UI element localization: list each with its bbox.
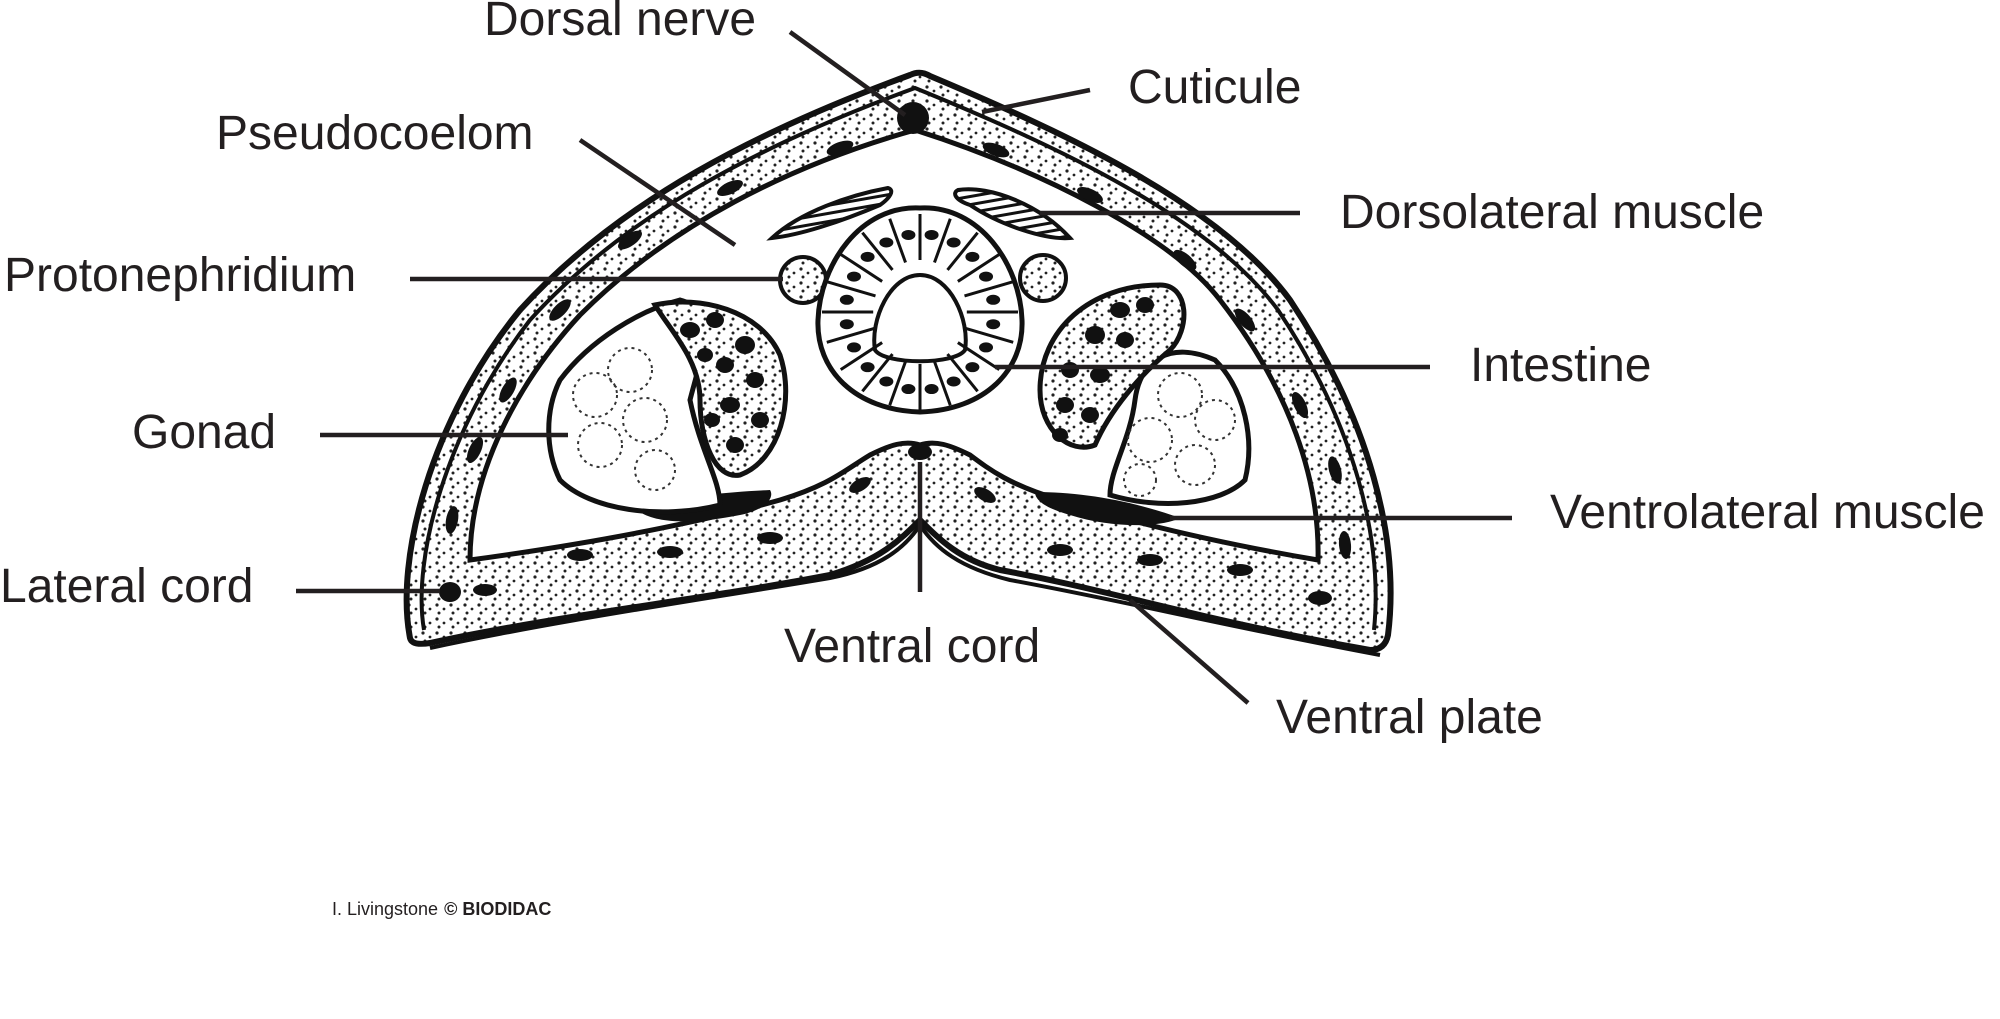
intestine-cell-nucleus bbox=[924, 384, 939, 395]
intestine-cell-nucleus bbox=[965, 362, 980, 373]
intestine-cell-nucleus bbox=[946, 376, 961, 387]
intestine-cell-nucleus bbox=[979, 342, 994, 353]
label-ventral-plate: Ventral plate bbox=[1276, 691, 1543, 744]
intestine-cell-nucleus bbox=[846, 342, 861, 353]
label-ventrolateral-muscle: Ventrolateral muscle bbox=[1550, 486, 1985, 539]
dorsolateral-muscle-right bbox=[953, 187, 1075, 241]
intestine-cell-nucleus bbox=[979, 271, 994, 282]
label-cuticule: Cuticule bbox=[1128, 61, 1301, 114]
leader-ventral-plate bbox=[1128, 598, 1250, 705]
label-lateral-cord: Lateral cord bbox=[0, 560, 253, 613]
credit-line: I. Livingstone © BIODIDAC bbox=[332, 899, 551, 919]
dorsolateral-muscle-left bbox=[766, 185, 894, 241]
intestine-cell-nucleus bbox=[924, 229, 939, 240]
intestine-cell-wall bbox=[946, 353, 979, 393]
intestine-cell-wall bbox=[826, 280, 876, 298]
label-gonad: Gonad bbox=[132, 406, 276, 459]
intestine-cell-nucleus bbox=[965, 251, 980, 262]
intestine-cell-wall bbox=[861, 231, 894, 271]
intestine-cell-wall bbox=[964, 326, 1014, 344]
intestine-cell-wall bbox=[839, 341, 883, 371]
intestine-cell-nucleus bbox=[986, 319, 1001, 330]
lateral-cord-shape bbox=[439, 582, 461, 602]
intestine-cell-nucleus bbox=[901, 384, 916, 395]
intestine-cell-wall bbox=[888, 218, 907, 264]
credit-author: I. Livingstone bbox=[332, 899, 438, 919]
intestine-cell-nucleus bbox=[839, 294, 854, 305]
hypodermal-nuclei bbox=[445, 140, 1352, 605]
intestine-cell-nucleus bbox=[860, 362, 875, 373]
leader-dorsal-nerve bbox=[788, 30, 907, 117]
protonephridium-right bbox=[1018, 253, 1068, 303]
intestine-cell-nucleus bbox=[846, 271, 861, 282]
intestine-cell-wall bbox=[957, 253, 1001, 283]
label-dorsal-nerve: Dorsal nerve bbox=[484, 0, 756, 46]
label-intestine: Intestine bbox=[1470, 339, 1651, 392]
gonad-left bbox=[546, 297, 789, 515]
leader-lines bbox=[296, 30, 1512, 705]
label-protonephridium: Protonephridium bbox=[4, 249, 356, 302]
intestine-cell-nucleus bbox=[839, 319, 854, 330]
intestine-cell-nucleus bbox=[901, 229, 916, 240]
intestine-cell-nucleus bbox=[879, 376, 894, 387]
leader-pseudocoelom bbox=[578, 138, 737, 247]
intestine-cell-wall bbox=[839, 253, 883, 283]
intestine-cell-wall bbox=[933, 360, 952, 406]
intestine-cell-wall bbox=[933, 218, 952, 264]
intestine-cell-wall bbox=[946, 231, 979, 271]
credit-copyright: © BIODIDAC bbox=[444, 899, 551, 919]
label-pseudocoelom: Pseudocoelom bbox=[216, 107, 534, 160]
intestine-cell-nucleus bbox=[860, 251, 875, 262]
intestine-cell-wall bbox=[957, 341, 1001, 371]
ventrolateral-muscle-right bbox=[1035, 492, 1180, 526]
intestine-cell-wall bbox=[861, 353, 894, 393]
intestine-cell-wall bbox=[888, 360, 907, 406]
intestine-cell-wall bbox=[964, 280, 1014, 298]
leader-cuticule bbox=[981, 87, 1091, 115]
dorsal-nerve-shape bbox=[897, 102, 929, 134]
label-ventral-cord: Ventral cord bbox=[784, 620, 1040, 673]
cuticle-inner-line bbox=[419, 85, 1378, 631]
intestine-cell-wall bbox=[826, 326, 876, 344]
labels: Dorsal nerve Cuticule Pseudocoelom Dorso… bbox=[0, 0, 1985, 744]
label-dorsolateral-muscle: Dorsolateral muscle bbox=[1340, 186, 1764, 239]
intestine-cell-nucleus bbox=[986, 294, 1001, 305]
ventral-cord-shape bbox=[908, 444, 932, 460]
intestine-cell-nucleus bbox=[946, 237, 961, 248]
intestine-cell-nucleus bbox=[879, 237, 894, 248]
intestine-shape bbox=[815, 205, 1025, 415]
